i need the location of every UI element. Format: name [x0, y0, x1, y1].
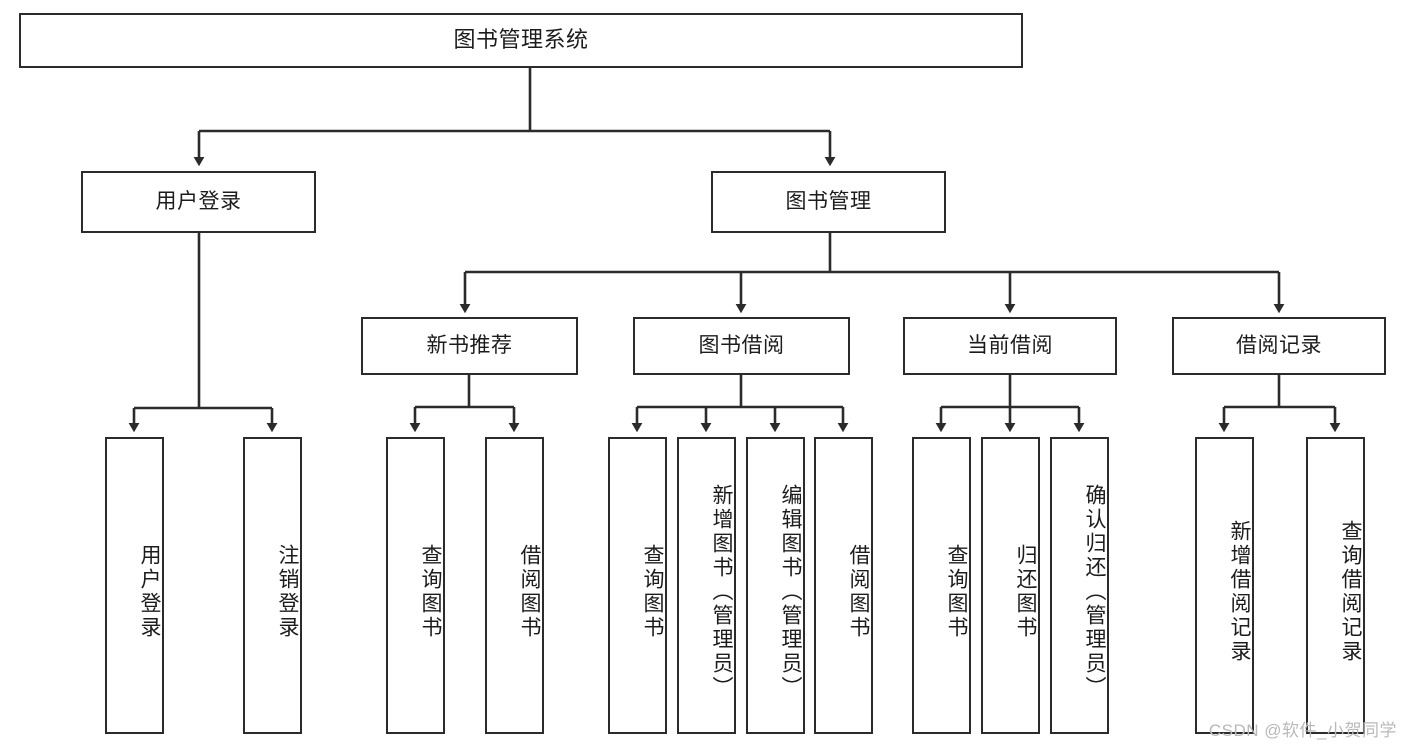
leaf-query-book-recommend[interactable]: 查询图书	[386, 437, 445, 734]
leaf-label: 查询借阅记录	[1339, 519, 1362, 664]
leaf-label: 编辑图书（管理员）	[779, 483, 802, 700]
node-new-book-recommend[interactable]: 新书推荐	[361, 317, 578, 375]
leaf-label: 查询图书	[945, 543, 968, 640]
leaf-user-login[interactable]: 用户登录	[105, 437, 164, 734]
leaf-query-book-borrow[interactable]: 查询图书	[608, 437, 667, 734]
leaf-label: 借阅图书	[518, 543, 541, 640]
leaf-label: 注销登录	[276, 543, 299, 640]
leaf-label: 新增借阅记录	[1228, 519, 1251, 664]
leaf-add-book-admin[interactable]: 新增图书（管理员）	[677, 437, 736, 734]
node-borrow-record[interactable]: 借阅记录	[1172, 317, 1386, 375]
leaf-edit-book-admin[interactable]: 编辑图书（管理员）	[746, 437, 805, 734]
watermark: CSDN @软件_小贺同学	[1208, 721, 1397, 740]
node-current-borrow[interactable]: 当前借阅	[903, 317, 1117, 375]
leaf-label: 查询图书	[419, 543, 442, 640]
node-book-management[interactable]: 图书管理	[711, 171, 946, 233]
leaf-confirm-return-admin[interactable]: 确认归还（管理员）	[1050, 437, 1109, 734]
leaf-label: 用户登录	[138, 543, 161, 640]
leaf-label: 新增图书（管理员）	[710, 483, 733, 700]
leaf-add-borrow-record[interactable]: 新增借阅记录	[1195, 437, 1254, 734]
leaf-borrow-book[interactable]: 借阅图书	[814, 437, 873, 734]
leaf-label: 归还图书	[1014, 543, 1037, 640]
leaf-query-book-current[interactable]: 查询图书	[912, 437, 971, 734]
leaf-logout[interactable]: 注销登录	[243, 437, 302, 734]
node-root-system[interactable]: 图书管理系统	[19, 13, 1023, 68]
leaf-borrow-book-recommend[interactable]: 借阅图书	[485, 437, 544, 734]
leaf-label: 借阅图书	[847, 543, 870, 640]
leaf-label: 查询图书	[641, 543, 664, 640]
node-user-login[interactable]: 用户登录	[81, 171, 316, 233]
leaf-return-book[interactable]: 归还图书	[981, 437, 1040, 734]
leaf-label: 确认归还（管理员）	[1083, 483, 1106, 700]
leaf-query-borrow-record[interactable]: 查询借阅记录	[1306, 437, 1365, 734]
node-book-borrow[interactable]: 图书借阅	[633, 317, 850, 375]
